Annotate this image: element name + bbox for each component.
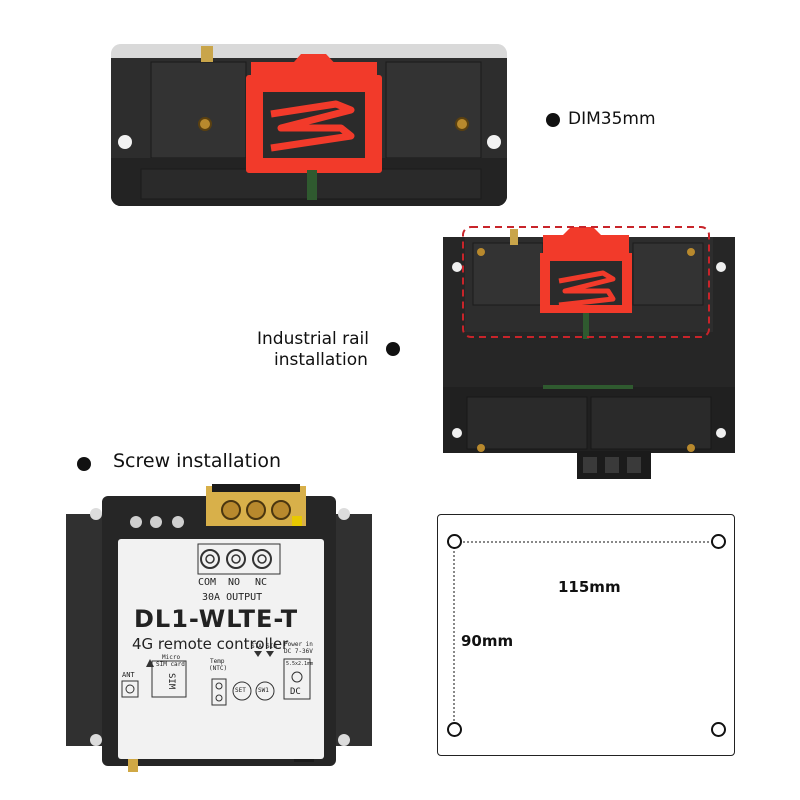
rail-mount-back-illustration <box>443 226 735 479</box>
label-graphics <box>121 543 311 706</box>
jack-size-label: 5.5x2.1mm <box>286 661 314 667</box>
caption-bullet <box>386 342 400 356</box>
dc-label: DC <box>290 687 301 697</box>
model-subtitle: 4G remote controller <box>132 635 289 653</box>
rail-mount-back-view <box>443 225 735 481</box>
mounting-hole <box>447 534 462 549</box>
height-dimension-label: 90mm <box>461 632 514 650</box>
din-clip-closeup-illustration <box>111 44 507 206</box>
width-dimension-label: 115mm <box>558 578 621 596</box>
mounting-hole <box>447 722 462 737</box>
sta-label: STA <box>251 643 262 650</box>
din-clip-closeup-photo <box>111 44 507 206</box>
sw1-label: SW1 <box>258 687 269 694</box>
output-rating: 30A OUTPUT <box>202 592 263 603</box>
product-label: COM NO NC 30A OUTPUT DL1-WLTE-T 4G remot… <box>118 539 324 759</box>
sig-label: SIG <box>266 643 277 650</box>
micro-sim-label-line1: Micro <box>162 654 181 661</box>
dimension-guides <box>453 541 717 724</box>
ant-label: ANT <box>122 671 135 679</box>
terminal-label-com: COM <box>198 577 217 588</box>
terminal-label-nc: NC <box>255 577 268 588</box>
mounting-hole <box>711 534 726 549</box>
mounting-dimension-drawing: 115mm 90mm <box>437 514 735 756</box>
industrial-rail-caption-line2: installation <box>274 350 368 370</box>
caption-bullet <box>77 457 91 471</box>
industrial-rail-caption-line1: Industrial rail <box>257 329 369 349</box>
micro-sim-label-line2: SIM card <box>156 661 185 668</box>
mounting-hole <box>711 722 726 737</box>
power-label-line1: Power in <box>284 641 313 648</box>
screw-installation-caption: Screw installation <box>113 450 282 472</box>
controller-front-view: COM NO NC 30A OUTPUT DL1-WLTE-T 4G remot… <box>66 484 372 776</box>
temp-label-line2: (NTC) <box>209 665 228 672</box>
dim-rail-caption: DIM35mm <box>568 109 656 129</box>
temp-label-line1: Temp <box>210 658 225 665</box>
power-label-line2: DC 7-36V <box>284 648 313 655</box>
terminal-label-no: NO <box>228 577 241 588</box>
caption-bullet <box>546 113 560 127</box>
set-label: SET <box>235 687 246 694</box>
model-name: DL1-WLTE-T <box>134 605 299 633</box>
sim-label: SIM <box>166 673 176 690</box>
